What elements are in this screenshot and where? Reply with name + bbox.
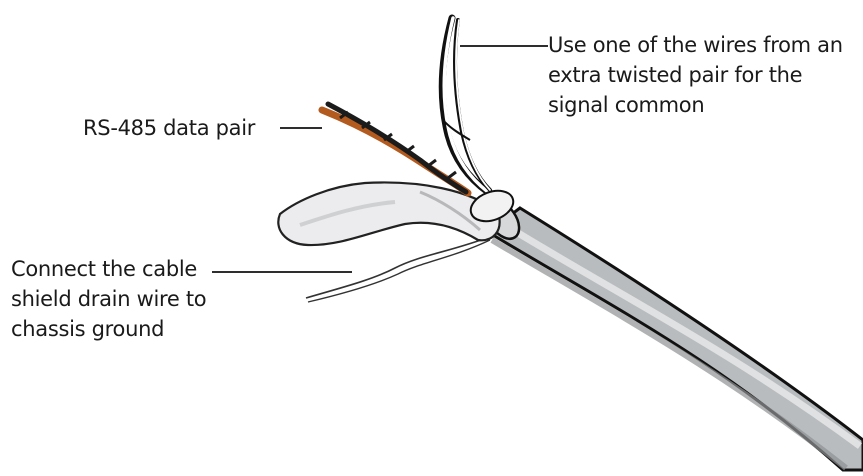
data-pair-label: RS-485 data pair <box>83 113 255 143</box>
drain-wire <box>306 236 492 302</box>
data-pair-label-line-1: RS-485 data pair <box>83 113 255 143</box>
drain-wire-label: Connect the cable shield drain wire to c… <box>11 254 206 344</box>
signal-common-label-line-3: signal common <box>548 90 843 120</box>
signal-common-label-line-1: Use one of the wires from an <box>548 30 843 60</box>
signal-common-label: Use one of the wires from an extra twist… <box>548 30 843 120</box>
cable-jacket <box>480 195 863 470</box>
signal-common-wires <box>442 18 490 192</box>
drain-wire-label-line-3: chassis ground <box>11 314 206 344</box>
drain-wire-label-line-2: shield drain wire to <box>11 284 206 314</box>
signal-common-label-line-2: extra twisted pair for the <box>548 60 843 90</box>
drain-wire-label-line-1: Connect the cable <box>11 254 206 284</box>
